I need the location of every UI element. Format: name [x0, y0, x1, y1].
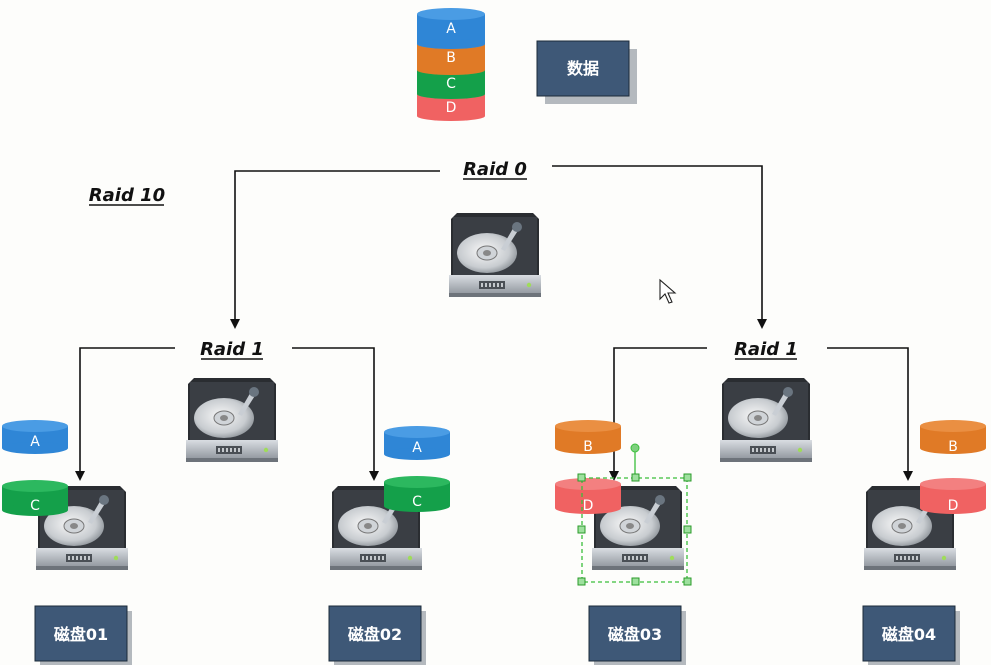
disk03-label-box: 磁盘03	[588, 605, 686, 665]
connector-right-disk04	[827, 347, 913, 481]
segment-label: A	[446, 21, 456, 37]
chip-d: D	[920, 478, 986, 514]
connector-left-disk01	[75, 347, 175, 481]
svg-text:Raid 1: Raid 1	[734, 339, 798, 360]
segment-label: C	[446, 76, 456, 92]
resize-handle[interactable]	[683, 525, 692, 534]
disk03-label: 磁盘03	[608, 625, 662, 644]
resize-handle[interactable]	[577, 577, 586, 586]
svg-text:C: C	[30, 498, 40, 514]
disk04-label: 磁盘04	[882, 625, 936, 644]
connector-left-disk02	[292, 347, 379, 481]
resize-handle[interactable]	[577, 473, 586, 482]
raid0-label: Raid 0	[463, 159, 527, 180]
svg-text:C: C	[412, 494, 422, 510]
chip-b: B	[920, 420, 986, 455]
hard-disk-icon	[719, 377, 813, 463]
svg-text:A: A	[30, 434, 40, 450]
chip-c: C	[384, 476, 450, 512]
disk03-chips: B D	[555, 420, 621, 514]
svg-text:A: A	[412, 440, 422, 456]
segment-label: D	[446, 100, 457, 116]
connector-raid0-right	[552, 165, 767, 329]
chip-b: B	[555, 420, 621, 455]
disk04-label-box: 磁盘04	[862, 605, 960, 665]
resize-handle[interactable]	[577, 525, 586, 534]
segment-label: B	[446, 50, 456, 66]
data-box-label: 数据	[567, 59, 599, 78]
svg-text:Raid 10: Raid 10	[89, 185, 165, 206]
disk02-label-box: 磁盘02	[328, 605, 426, 665]
connector-raid0-left	[230, 170, 440, 329]
svg-text:Raid 1: Raid 1	[200, 339, 264, 360]
svg-text:B: B	[948, 439, 958, 455]
chip-a: A	[2, 420, 68, 454]
data-stack: D C B A	[417, 8, 485, 121]
svg-text:D: D	[948, 498, 959, 514]
raid1-right-label: Raid 1	[734, 339, 798, 360]
disk02-label: 磁盘02	[348, 625, 402, 644]
resize-handle[interactable]	[683, 473, 692, 482]
data-segment-a: A	[417, 8, 485, 49]
resize-handle[interactable]	[683, 577, 692, 586]
data-box: 数据	[536, 40, 637, 104]
disk01-label-box: 磁盘01	[34, 605, 132, 665]
hard-disk-icon	[448, 212, 542, 298]
disk01-chips: A C	[2, 420, 68, 516]
connector-right-disk03	[609, 347, 707, 481]
resize-handle[interactable]	[631, 577, 640, 586]
disk02-chips: A C	[384, 426, 450, 512]
svg-text:D: D	[583, 498, 594, 514]
connectors	[75, 165, 913, 481]
resize-handle[interactable]	[631, 473, 640, 482]
rotate-handle[interactable]	[630, 443, 640, 453]
disk04-chips: B D	[920, 420, 986, 514]
chip-a: A	[384, 426, 450, 460]
hard-disk-icon	[185, 377, 279, 463]
raid10-label: Raid 10	[89, 185, 165, 206]
selection-box[interactable]	[577, 443, 692, 586]
chip-d: D	[555, 478, 621, 514]
chip-c: C	[2, 480, 68, 516]
cursor-icon	[659, 278, 677, 304]
disk01-label: 磁盘01	[54, 625, 108, 644]
svg-text:Raid 0: Raid 0	[463, 159, 527, 180]
svg-text:B: B	[583, 439, 593, 455]
raid1-left-label: Raid 1	[200, 339, 264, 360]
